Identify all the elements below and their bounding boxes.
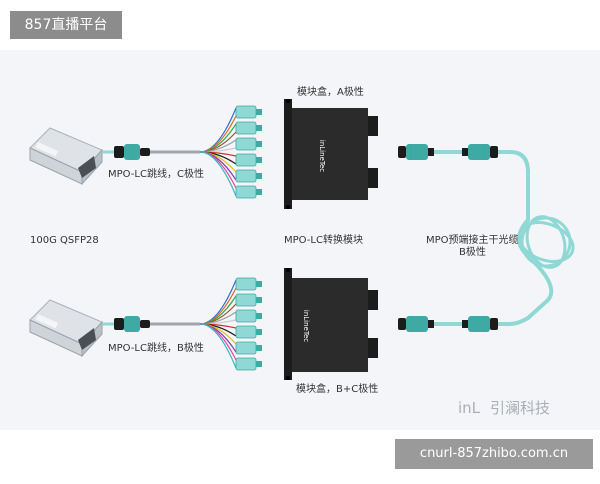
lc-connector-tip-top-3 (256, 141, 262, 147)
lc-connector-tip-top-4 (256, 157, 262, 163)
lc-connector-top-5 (235, 169, 257, 183)
trunk-cable-coil (517, 215, 575, 269)
mpo-connector-bottom-left (102, 316, 200, 332)
lc-connector-bottom-3 (235, 309, 257, 323)
lc-connector-tip-bottom-6 (256, 361, 262, 367)
mpo-connector-trunk-bottom-right (462, 316, 498, 332)
module-a-label: 模块盒，A极性 (297, 85, 364, 98)
trunk-label-line2: B极性 (459, 245, 486, 258)
module-bc-brand-label: inLineTec (302, 310, 310, 342)
lc-connector-tip-bottom-1 (256, 281, 262, 287)
lc-connector-tip-top-5 (256, 173, 262, 179)
mpo-connector-trunk-bottom-left (398, 316, 434, 332)
logo-name: 引澜科技 (490, 399, 550, 417)
lc-connector-tip-bottom-3 (256, 313, 262, 319)
lc-connector-top-3 (235, 137, 257, 151)
lc-connector-tip-top-1 (256, 109, 262, 115)
module-box-bc: inLineTec (284, 268, 378, 380)
lc-connector-tip-bottom-2 (256, 297, 262, 303)
mpo-lc-b-label: MPO-LC跳线，B极性 (108, 341, 204, 354)
company-logo: inL 引澜科技 (458, 399, 550, 417)
lc-connector-tip-bottom-4 (256, 329, 262, 335)
fiber-strand-bottom-12 (199, 323, 237, 369)
fiber-strand-top-12 (199, 151, 237, 197)
lc-connector-top-6 (235, 185, 257, 199)
mpo-connector-trunk-top-right (462, 144, 498, 160)
lc-connector-tip-top-6 (256, 189, 262, 195)
lc-fanout-bottom (199, 277, 262, 371)
module-convert-label: MPO-LC转换模块 (284, 233, 363, 246)
logo-prefix: inL (458, 399, 481, 417)
mpo-connector-trunk-top-left (398, 144, 434, 160)
lc-fanout-top (199, 105, 262, 199)
lc-connector-top-2 (235, 121, 257, 135)
qsfp-module-top (29, 127, 103, 186)
module-bc-label: 模块盒，B+C极性 (296, 382, 378, 395)
module-box-a: inLineTec (284, 99, 378, 209)
watermark-bottom: cnurl-857zhibo.com.cn (395, 439, 593, 469)
lc-connector-tip-top-2 (256, 125, 262, 131)
watermark-top: 857直播平台 (10, 11, 122, 39)
lc-connector-bottom-1 (235, 277, 257, 291)
mpo-connector-top-left (102, 144, 200, 160)
lc-connector-tip-bottom-5 (256, 345, 262, 351)
lc-connector-bottom-4 (235, 325, 257, 339)
lc-connector-bottom-2 (235, 293, 257, 307)
lc-connector-bottom-5 (235, 341, 257, 355)
module-a-brand-label: inLineTec (318, 140, 326, 172)
qsfp-module-bottom (29, 299, 103, 358)
lc-connector-top-4 (235, 153, 257, 167)
trunk-label-line1: MPO预端接主干光缆 (426, 233, 519, 246)
lc-connector-bottom-6 (235, 357, 257, 371)
qsfp-label: 100G QSFP28 (30, 235, 99, 246)
mpo-lc-c-label: MPO-LC跳线，C极性 (108, 167, 204, 180)
lc-connector-top-1 (235, 105, 257, 119)
